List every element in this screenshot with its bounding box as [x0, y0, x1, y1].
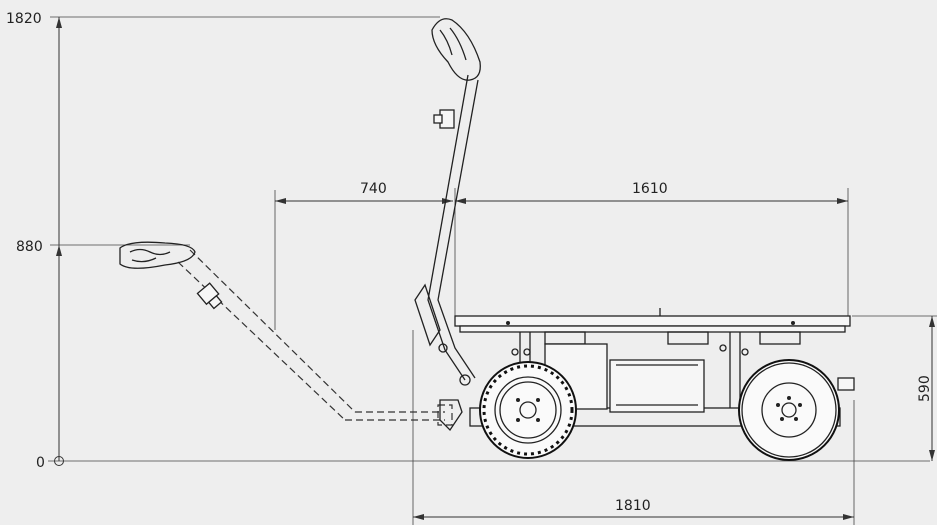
control-knob-upright-icon: [433, 109, 455, 129]
tiller-offset-label: 740: [360, 181, 387, 197]
overall-length-label: 1810: [615, 498, 651, 514]
platform-height-label: 590: [917, 375, 933, 402]
handle-grip-upright-icon: [431, 18, 481, 81]
height-dimension-axis: [48, 16, 930, 466]
tow-hitch-icon: [439, 399, 463, 432]
platform-length-dimension: [454, 188, 849, 320]
rear-wheel: [738, 359, 840, 461]
platform-length-label: 1610: [632, 181, 668, 197]
height-mid-label: 880: [16, 239, 43, 255]
height-top-label: 1820: [6, 11, 42, 27]
height-zero-label: 0: [36, 455, 45, 471]
battery-box: [609, 359, 705, 413]
cart-platform: [454, 308, 855, 427]
tiller-offset-dimension: [274, 190, 453, 330]
platform-height-dimension: [852, 315, 937, 461]
control-knob-lowered-icon: [196, 282, 223, 310]
handle-grip-lowered-icon: [119, 241, 196, 269]
front-drive-wheel: [479, 361, 577, 459]
upright-tiller: [414, 18, 481, 432]
overall-length-dimension: [412, 330, 855, 525]
lowered-tiller-dashed: [119, 241, 453, 426]
